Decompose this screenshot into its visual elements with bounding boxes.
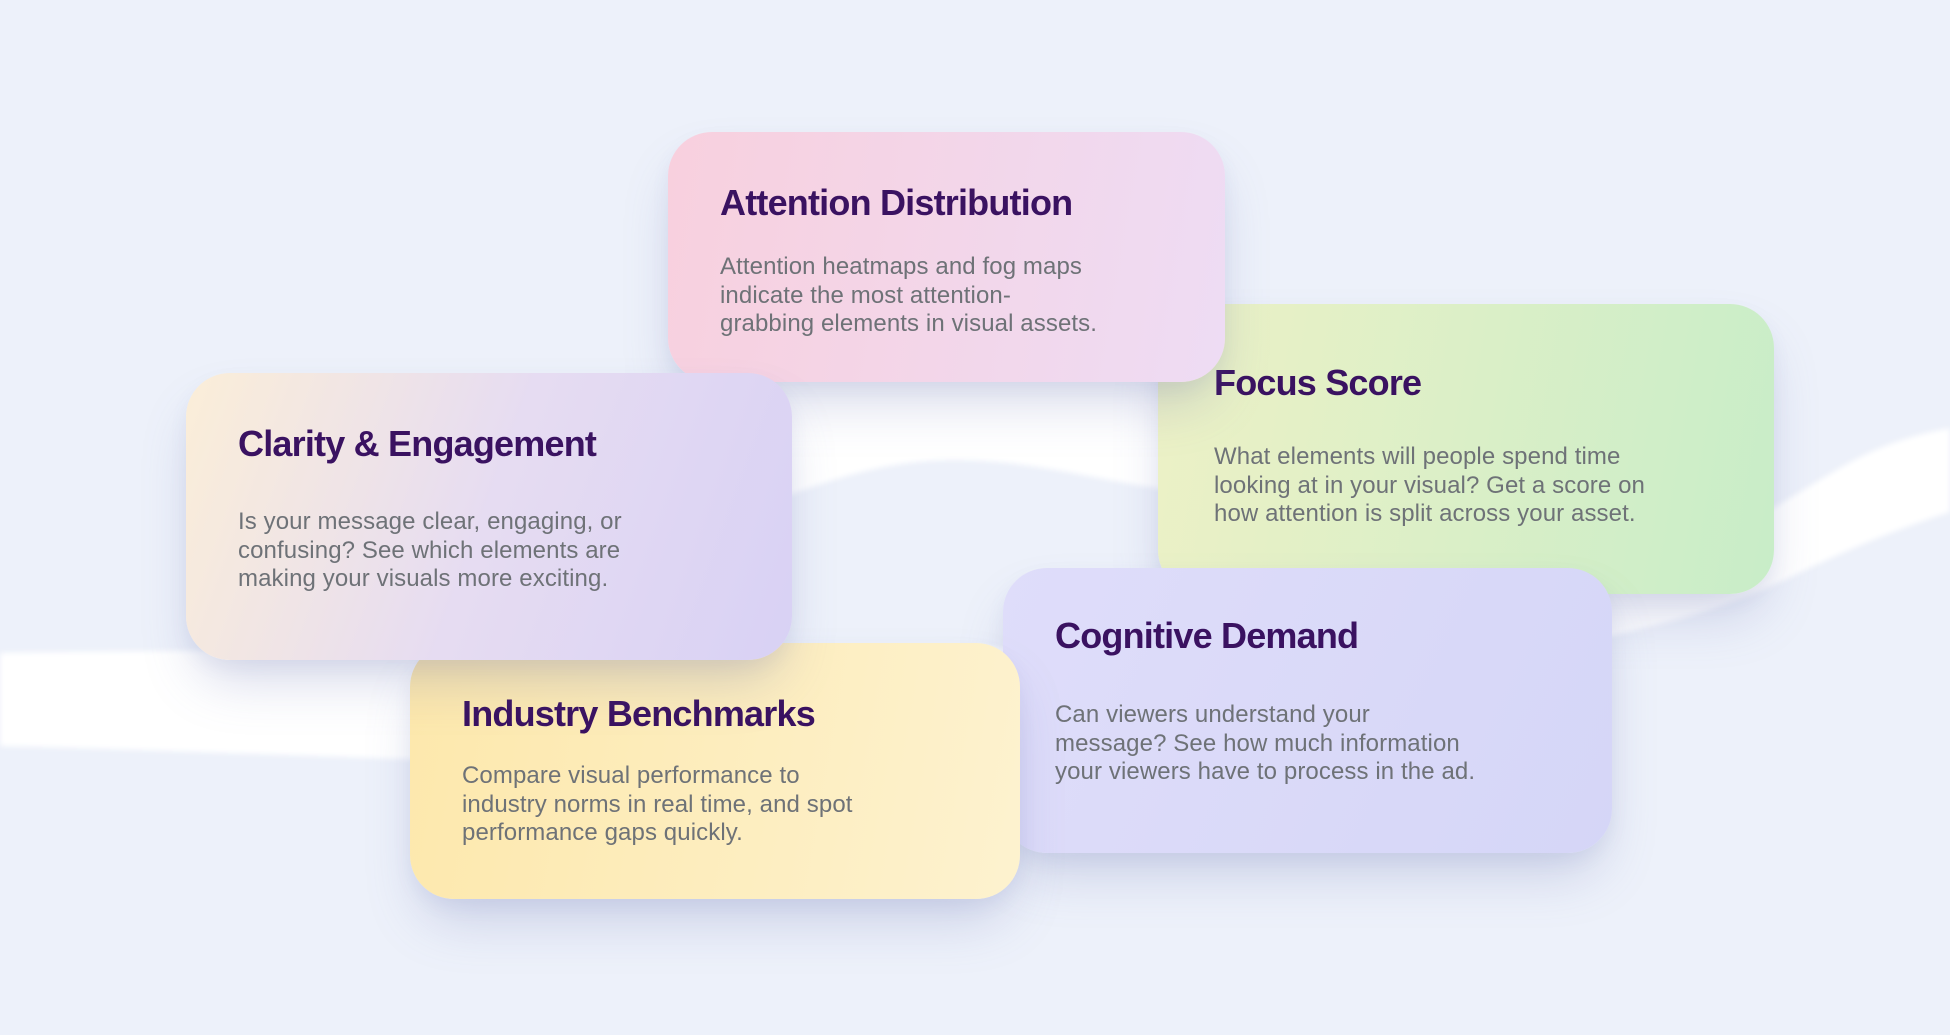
background-wave-blob — [770, 378, 1185, 502]
card-description: Attention heatmaps and fog maps indicate… — [720, 253, 1098, 338]
card-title: Attention Distribution — [720, 182, 1073, 223]
card-title: Industry Benchmarks — [462, 693, 816, 734]
card-industry-benchmarks: Industry Benchmarks Compare visual perfo… — [410, 643, 1020, 899]
card-description: Is your message clear, engaging, or conf… — [238, 508, 622, 593]
card-focus-score: Focus Score What elements will people sp… — [1158, 304, 1774, 594]
card-title: Clarity & Engagement — [238, 423, 597, 464]
card-description: Can viewers understand your message? See… — [1055, 701, 1476, 786]
card-title: Cognitive Demand — [1055, 615, 1359, 656]
card-description: What elements will people spend time loo… — [1214, 443, 1646, 528]
card-description: Compare visual performance to industry n… — [462, 762, 853, 847]
card-clarity-engagement: Clarity & Engagement Is your message cle… — [186, 373, 792, 660]
card-attention-distribution: Attention Distribution Attention heatmap… — [668, 132, 1225, 382]
card-cognitive-demand: Cognitive Demand Can viewers understand … — [1003, 568, 1612, 853]
card-title: Focus Score — [1214, 362, 1422, 403]
